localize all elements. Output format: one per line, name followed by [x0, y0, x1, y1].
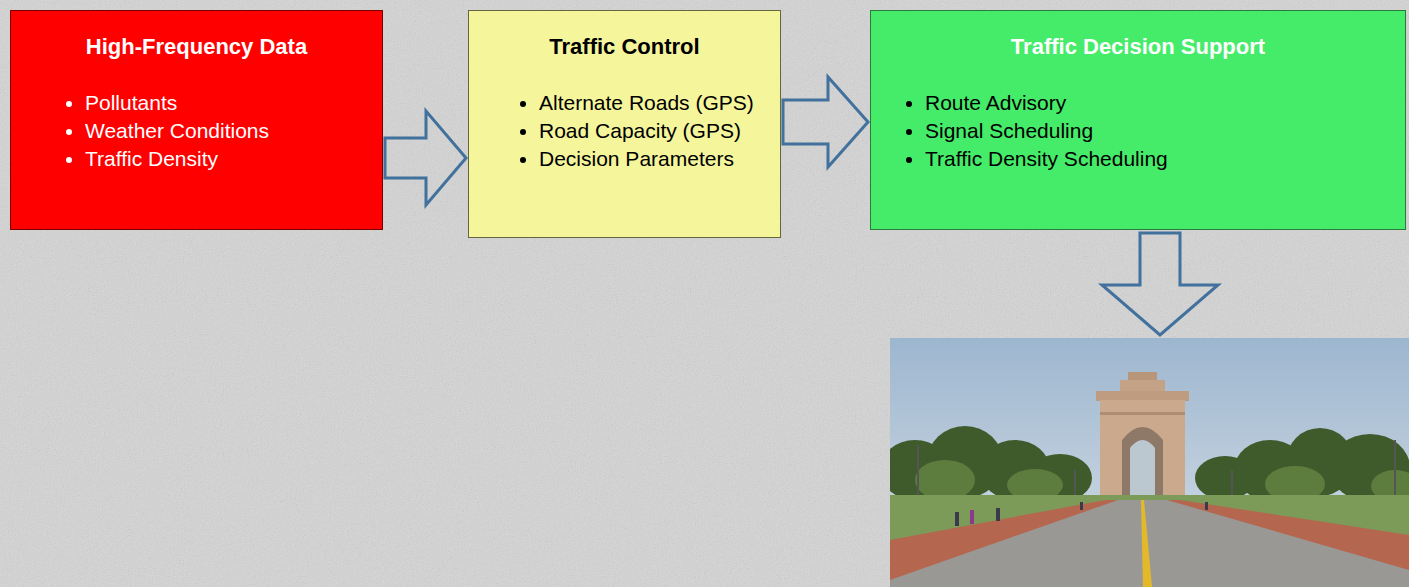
process-box: High-Frequency DataPollutantsWeather Con… [10, 10, 383, 230]
box-title: Traffic Control [479, 33, 770, 61]
process-box: Traffic ControlAlternate Roads (GPS)Road… [468, 10, 781, 238]
bullet-item: Weather Conditions [85, 117, 372, 145]
bullet-item: Road Capacity (GPS) [539, 117, 770, 145]
block-arrow [385, 111, 466, 205]
bullet-item: Traffic Density [85, 145, 372, 173]
bullet-item: Signal Scheduling [925, 117, 1395, 145]
bullet-item: Route Advisory [925, 89, 1395, 117]
box-title: High-Frequency Data [21, 33, 372, 61]
bullet-list: Alternate Roads (GPS)Road Capacity (GPS)… [479, 89, 770, 173]
box-content: Traffic Decision SupportRoute AdvisorySi… [871, 11, 1405, 189]
process-box: Traffic Decision SupportRoute AdvisorySi… [870, 10, 1406, 230]
block-arrow [783, 77, 868, 167]
bullet-item: Alternate Roads (GPS) [539, 89, 770, 117]
bullet-list: Route AdvisorySignal SchedulingTraffic D… [881, 89, 1395, 173]
box-content: Traffic ControlAlternate Roads (GPS)Road… [469, 11, 780, 189]
box-content: High-Frequency DataPollutantsWeather Con… [11, 11, 382, 189]
bullet-item: Pollutants [85, 89, 372, 117]
bullet-list: PollutantsWeather ConditionsTraffic Dens… [21, 89, 372, 173]
bullet-item: Traffic Density Scheduling [925, 145, 1395, 173]
bullet-item: Decision Parameters [539, 145, 770, 173]
box-title: Traffic Decision Support [881, 33, 1395, 61]
block-arrow-down [1102, 233, 1218, 335]
